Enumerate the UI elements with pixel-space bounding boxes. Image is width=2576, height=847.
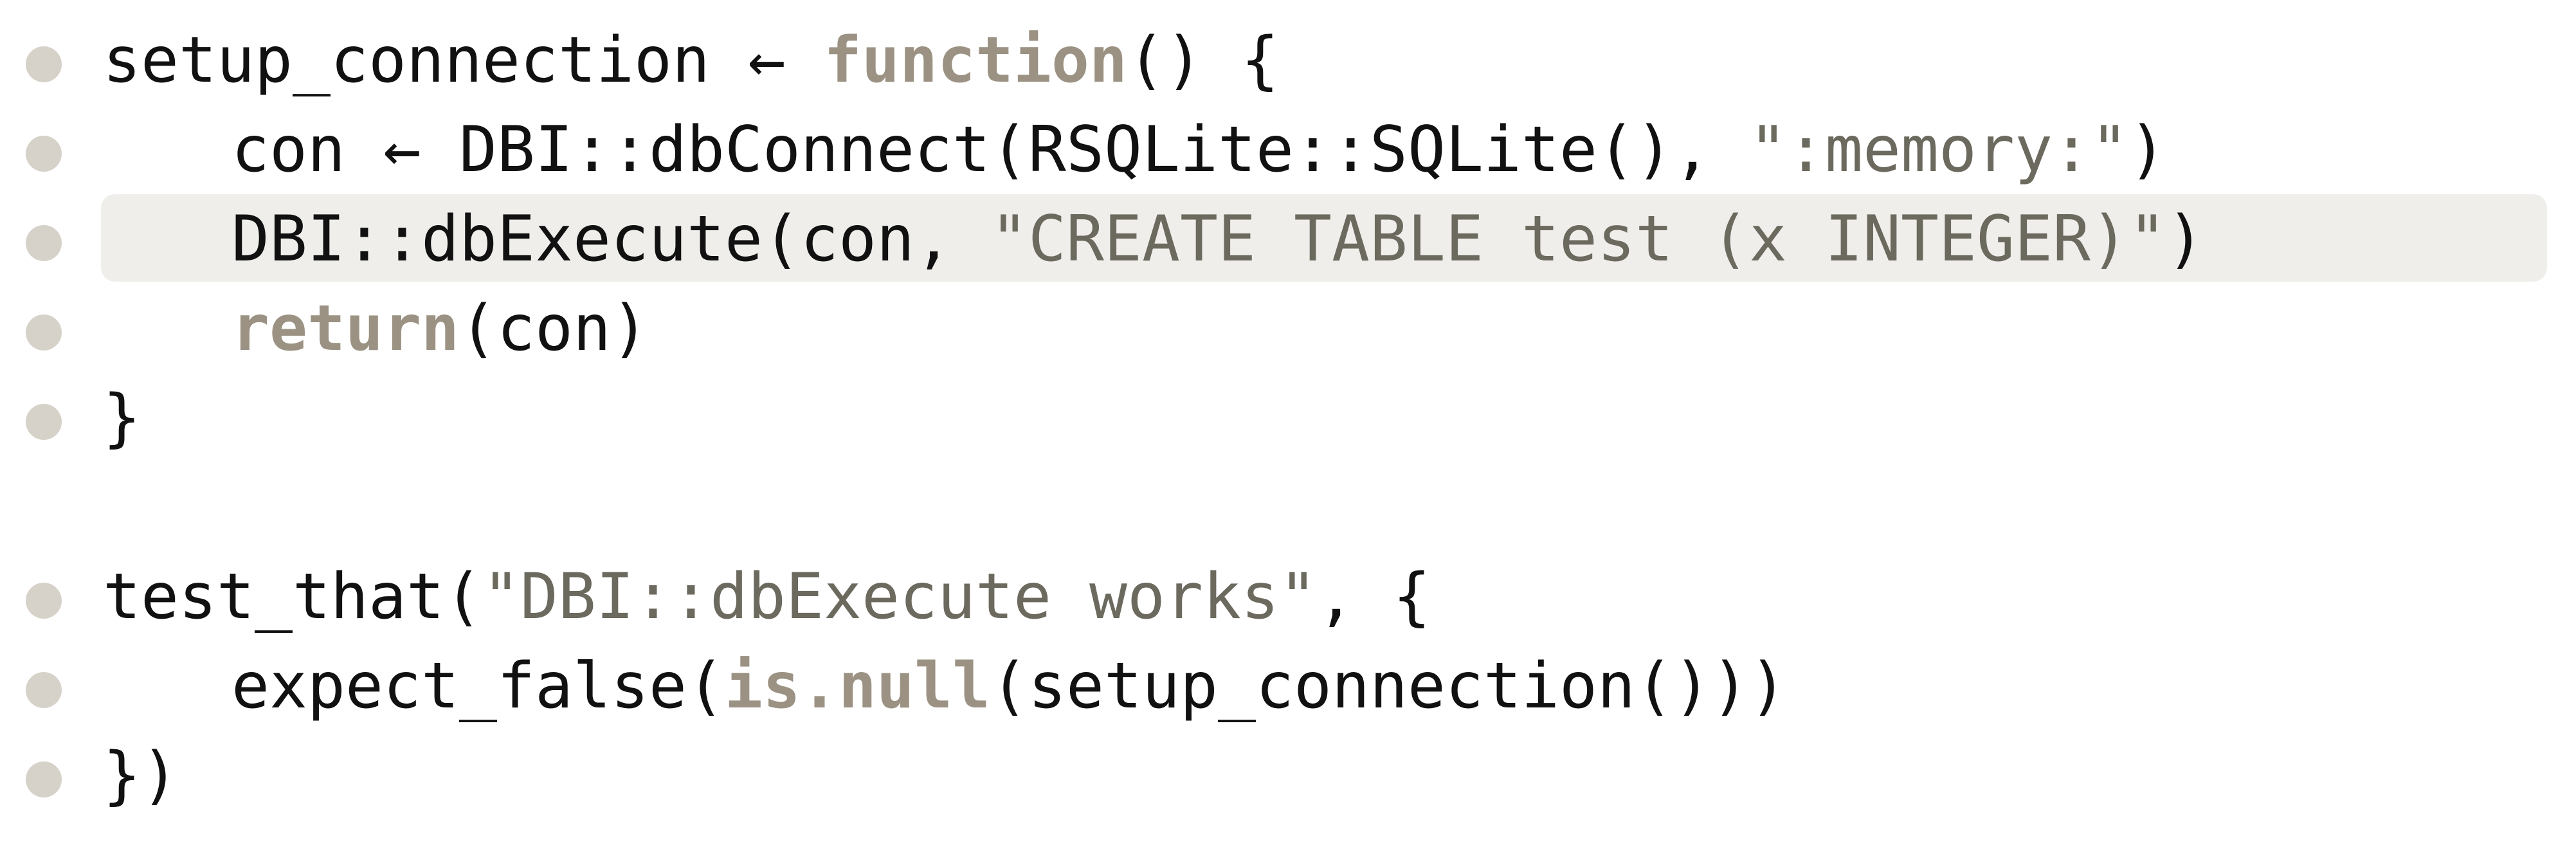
code-token: ) [2166,203,2205,276]
code-line-5: } [0,373,2576,462]
code-token: setup_connection ← [103,24,824,97]
string-token: ":memory:" [1749,113,2129,187]
code-line-1: setup_connection ← function() { [0,15,2576,105]
gutter-dot-icon [26,583,62,619]
code-token: (con) [459,292,649,365]
code-text: DBI::dbExecute(con, "CREATE TABLE test (… [103,201,2204,278]
code-text: test_that("DBI::dbExecute works", { [103,558,1431,635]
keyword-token: is.null [725,650,991,723]
string-token: "DBI::dbExecute works" [482,560,1318,633]
code-text: return(con) [103,290,649,367]
code-text: expect_false(is.null(setup_connection())… [103,648,1787,725]
gutter-dot-icon [26,761,62,797]
string-token: "CREATE TABLE test (x INTEGER)" [990,203,2167,276]
code-text: setup_connection ← function() { [103,22,1279,99]
code-token: } [103,381,141,455]
code-line-3-highlighted: DBI::dbExecute(con, "CREATE TABLE test (… [0,194,2576,284]
code-token: }) [103,739,179,812]
code-token: (setup_connection())) [990,650,1788,723]
code-token: ) [2128,113,2167,187]
code-text: }) [103,737,179,814]
code-token: test_that( [103,560,483,633]
code-line-7: expect_false(is.null(setup_connection())… [0,641,2576,731]
code-line-6: test_that("DBI::dbExecute works", { [0,552,2576,641]
code-line-2: con ← DBI::dbConnect(RSQLite::SQLite(), … [0,105,2576,194]
gutter-dot-icon [26,404,62,440]
keyword-token: return [231,292,460,365]
gutter-dot-icon [26,225,62,261]
code-token: () { [1127,24,1280,97]
code-token: , { [1317,560,1431,633]
gutter-dot-icon [26,314,62,351]
code-token: DBI::dbExecute(con, [231,203,991,276]
code-line-8: }) [0,731,2576,820]
code-text: con ← DBI::dbConnect(RSQLite::SQLite(), … [103,111,2166,188]
gutter-dot-icon [26,672,62,708]
code-token: expect_false( [231,650,725,723]
gutter-dot-icon [26,136,62,172]
code-line-4: return(con) [0,284,2576,373]
code-text: } [103,379,141,457]
gutter-dot-icon [26,46,62,82]
keyword-token: function [824,24,1128,97]
code-token: con ← DBI::dbConnect(RSQLite::SQLite(), [231,113,1750,187]
